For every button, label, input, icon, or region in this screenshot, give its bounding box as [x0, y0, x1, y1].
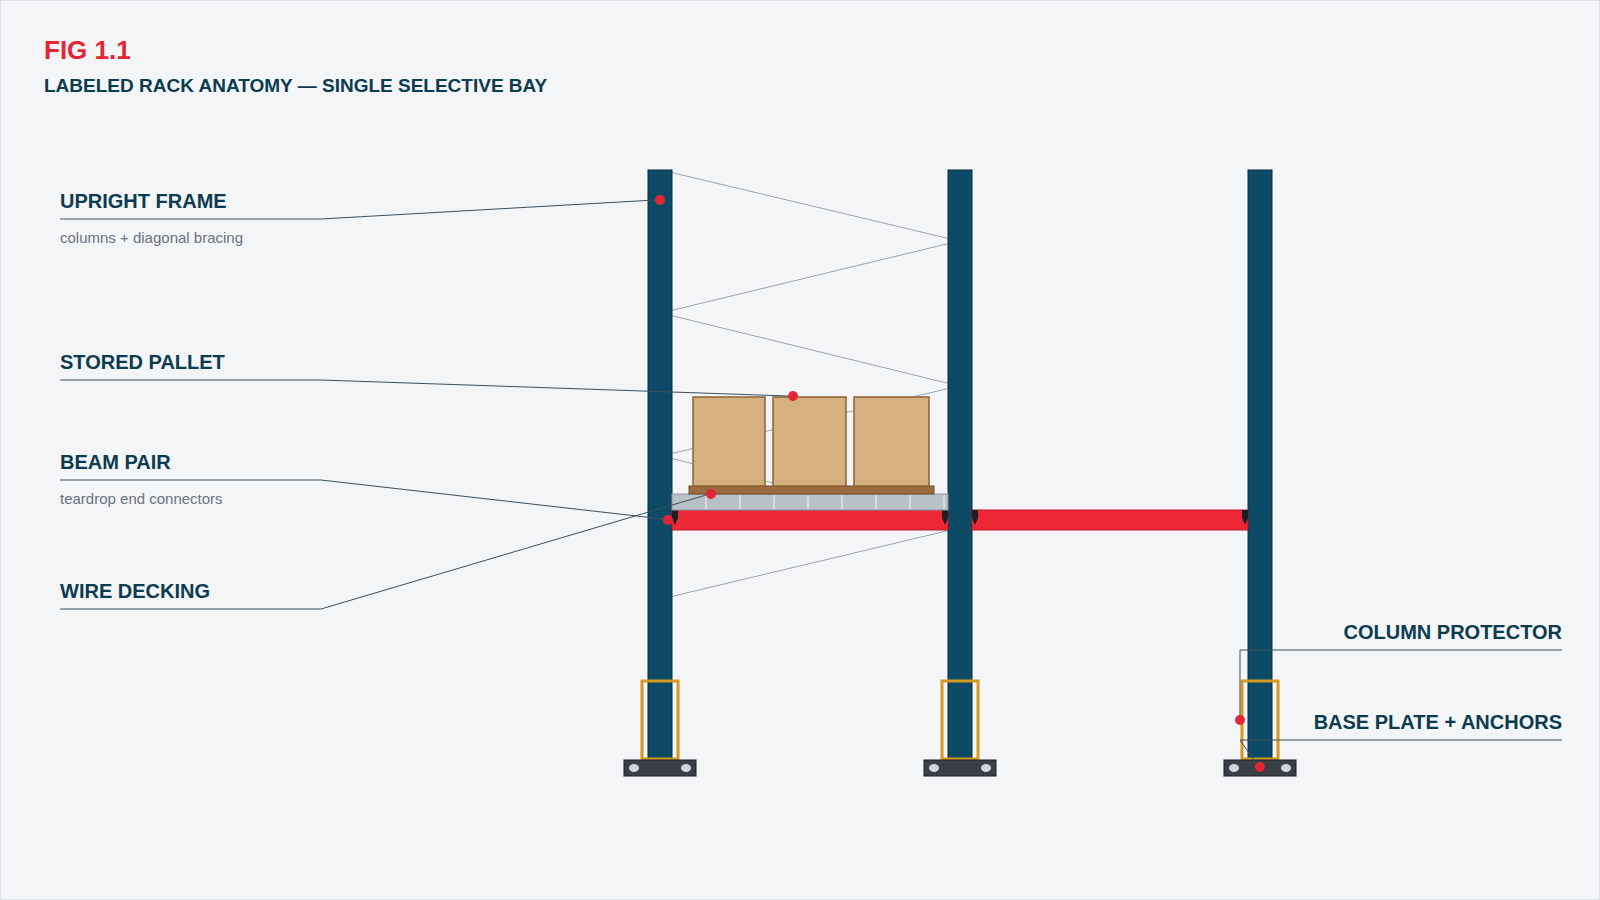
part-note: teardrop end connectors — [60, 490, 223, 508]
base-plate — [681, 764, 691, 772]
part-note: columns + diagonal bracing — [60, 229, 243, 247]
teardrop-connector — [672, 510, 678, 525]
pallet — [854, 397, 929, 486]
callout-dot — [788, 391, 798, 401]
part-label: UPRIGHT FRAME — [60, 189, 227, 213]
part-label: BEAM PAIR — [60, 450, 171, 474]
wire-decking — [944, 495, 945, 509]
callout-dot — [1235, 715, 1245, 725]
load-beam — [672, 510, 948, 530]
base-plate — [981, 764, 991, 772]
teardrop-connector — [942, 510, 948, 525]
diagonal-bracing — [661, 170, 959, 599]
leader-line — [60, 200, 1562, 763]
teardrop-connector — [672, 510, 1248, 525]
load-beam — [672, 510, 1248, 530]
column-protector — [942, 681, 978, 759]
leader-line — [60, 495, 706, 609]
teardrop-connector — [1242, 510, 1248, 525]
figure-title: LABELED RACK ANATOMY — SINGLE SELECTIVE … — [44, 75, 547, 98]
upright-column — [948, 170, 972, 760]
pallet — [693, 397, 929, 486]
upright-column — [648, 170, 1272, 760]
wire-decking — [842, 495, 843, 509]
wire-decking — [740, 495, 741, 509]
base-plate — [1224, 760, 1296, 776]
upright-column — [648, 170, 672, 760]
base-plate — [1281, 764, 1291, 772]
callout-dot — [1255, 762, 1265, 772]
wire-decking — [706, 495, 944, 509]
column-protector — [642, 681, 1278, 759]
pallet — [693, 397, 765, 486]
teardrop-connector — [972, 510, 978, 525]
callout-dot — [655, 195, 665, 205]
upright-column — [1248, 170, 1272, 760]
wire-decking — [876, 495, 877, 509]
callout-dot — [663, 515, 673, 525]
diagonal-bracing — [661, 170, 959, 599]
column-protector — [642, 681, 678, 759]
part-label: STORED PALLET — [60, 350, 225, 374]
base-plate — [924, 760, 996, 776]
part-label: COLUMN PROTECTOR — [1343, 620, 1562, 644]
callout-dot — [706, 489, 716, 499]
base-plate — [629, 764, 1291, 772]
base-plate — [929, 764, 939, 772]
wire-decking — [808, 495, 809, 509]
base-plate — [624, 760, 696, 776]
pallet — [689, 397, 934, 494]
wire-decking — [910, 495, 911, 509]
base-plate — [1229, 764, 1239, 772]
pallet — [689, 486, 934, 494]
base-plate — [629, 764, 639, 772]
load-beam — [972, 510, 1248, 530]
leader-line — [1240, 650, 1562, 715]
part-label: WIRE DECKING — [60, 579, 210, 603]
part-label: BASE PLATE + ANCHORS — [1314, 710, 1562, 734]
base-plate — [624, 760, 1296, 776]
callout-dot — [655, 195, 1265, 772]
leader-line — [1240, 740, 1562, 763]
wire-decking — [774, 495, 775, 509]
column-protector — [1242, 681, 1278, 759]
wire-decking — [706, 495, 707, 509]
leader-line — [60, 380, 788, 396]
leader-line — [60, 480, 663, 519]
figure-number: FIG 1.1 — [44, 35, 131, 66]
pallet — [773, 397, 846, 486]
